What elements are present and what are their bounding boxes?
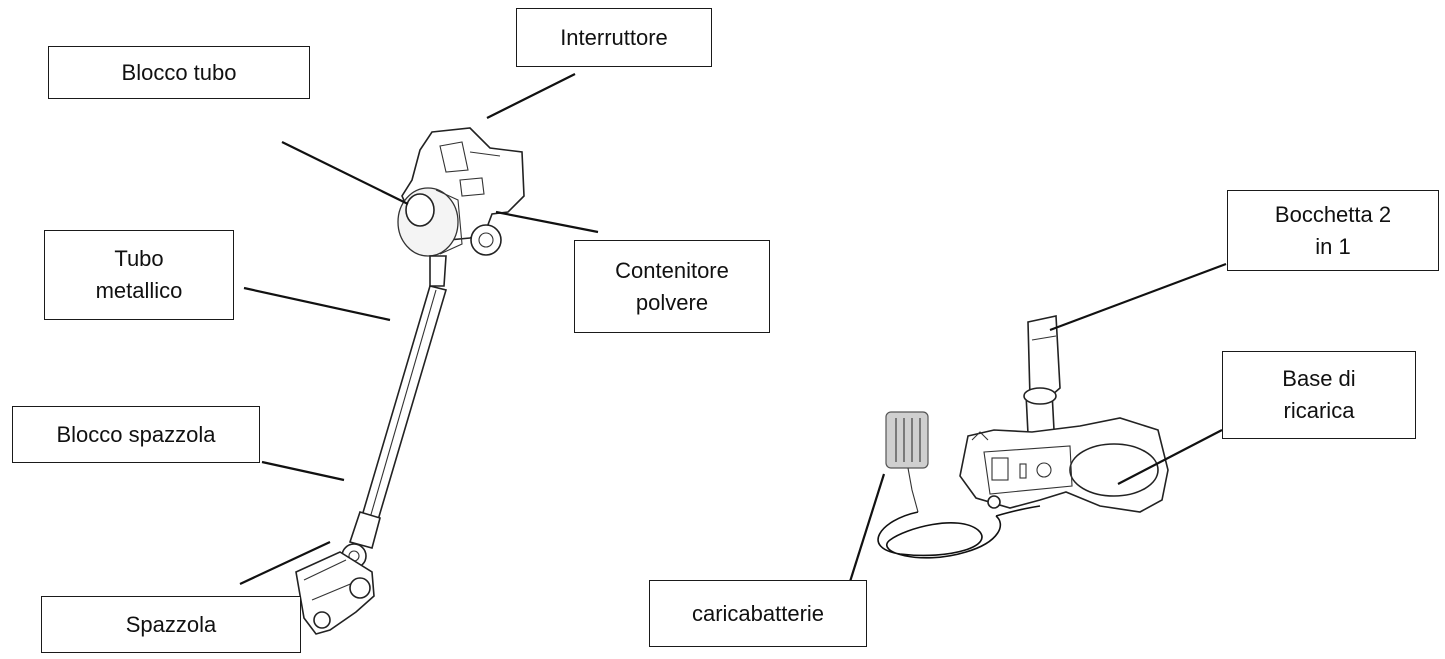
- leader-line-blocco-tubo: [281, 141, 409, 205]
- label-tubo-metallico: Tubo metallico: [44, 230, 234, 320]
- leader-line-interruttore: [486, 73, 576, 119]
- leader-line-bocchetta: [1049, 262, 1227, 332]
- stick-vacuum-icon: [295, 127, 525, 635]
- leader-line-caricabatterie: [846, 473, 886, 589]
- label-bocchetta: Bocchetta 2 in 1: [1227, 190, 1439, 271]
- label-text-blocco-tubo: Blocco tubo: [121, 59, 237, 85]
- label-spazzola: Spazzola: [41, 596, 301, 653]
- label-text-spazzola: Spazzola: [125, 611, 217, 637]
- charging-dock-icon: [959, 315, 1169, 513]
- label-base-ricarica: Base di ricarica: [1222, 351, 1416, 439]
- label-text-tubo-metallico: Tubo metallico: [95, 246, 183, 303]
- label-text-contenitore-polvere: Contenitore polvere: [615, 257, 729, 315]
- leader-line-spazzola: [239, 541, 331, 585]
- leader-line-base-ricarica: [1117, 429, 1223, 485]
- leader-lines: [239, 73, 1227, 589]
- label-interruttore: Interruttore: [516, 8, 712, 67]
- label-blocco-spazzola: Blocco spazzola: [12, 406, 260, 463]
- leader-line-contenitore-polvere: [495, 210, 599, 234]
- label-text-interruttore: Interruttore: [560, 24, 668, 50]
- label-text-caricabatterie: caricabatterie: [691, 600, 825, 626]
- label-blocco-tubo: Blocco tubo: [48, 46, 310, 99]
- label-text-base-ricarica: Base di ricarica: [1282, 366, 1356, 423]
- label-text-blocco-spazzola: Blocco spazzola: [56, 421, 216, 447]
- label-contenitore-polvere: Contenitore polvere: [574, 240, 770, 333]
- label-text-bocchetta: Bocchetta 2 in 1: [1274, 201, 1392, 259]
- charger-adapter-icon: [877, 411, 1041, 559]
- label-caricabatterie: caricabatterie: [649, 580, 867, 647]
- leader-line-blocco-spazzola: [261, 460, 345, 482]
- leader-line-tubo-metallico: [243, 286, 391, 322]
